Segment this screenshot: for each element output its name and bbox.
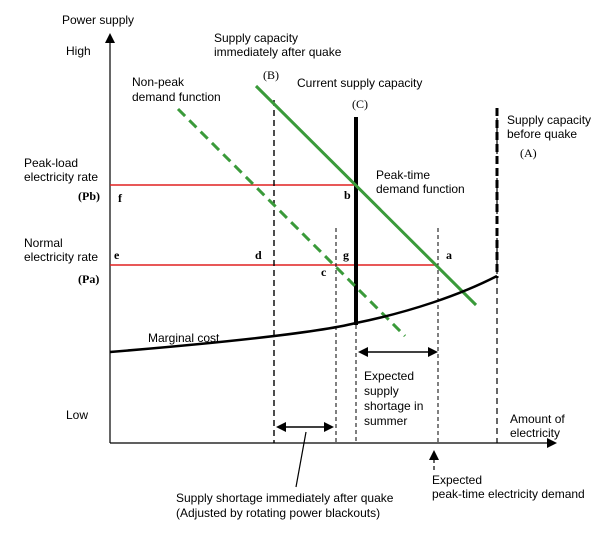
point-c: c <box>321 265 327 279</box>
x-axis-title-1: Amount of <box>510 412 565 426</box>
point-b: b <box>344 188 351 202</box>
expected-peak-label-2: peak-time electricity demand <box>432 487 585 501</box>
before-quake-label-1: Supply capacity <box>507 113 591 127</box>
y-axis-title: Power supply <box>62 13 134 27</box>
summer-shortage-label-3: shortage in <box>364 399 423 413</box>
nonpeak-label-1: Non-peak <box>132 75 185 89</box>
a-marker: (A) <box>520 146 537 160</box>
quake-shortage-label-2: (Adjusted by rotating power blackouts) <box>176 506 380 520</box>
normal-rate-label-1: Normal <box>24 236 63 250</box>
peak-demand-label-1: Peak-time <box>376 168 430 182</box>
y-low-label: Low <box>66 408 88 422</box>
point-a: a <box>446 248 452 262</box>
quake-shortage-label-1: Supply shortage immediately after quake <box>176 491 394 505</box>
expected-peak-label-1: Expected <box>432 473 482 487</box>
summer-shortage-label-1: Expected <box>364 369 414 383</box>
current-supply-label: Current supply capacity <box>297 76 422 90</box>
summer-shortage-label-2: supply <box>364 384 399 398</box>
point-e: e <box>114 248 120 262</box>
peak-rate-label-1: Peak-load <box>24 156 78 170</box>
marginal-cost-label: Marginal cost <box>148 331 220 345</box>
b-marker: (B) <box>263 68 279 82</box>
peak-demand-function <box>254 84 478 307</box>
normal-rate-label-2: electricity rate <box>24 250 98 264</box>
quake-shortage-pointer <box>295 431 307 488</box>
supply-after-quake-label-1: Supply capacity <box>214 31 298 45</box>
point-d: d <box>255 248 262 262</box>
point-f: f <box>118 191 123 205</box>
peak-rate-symbol: (Pb) <box>78 189 100 203</box>
peak-rate-label-2: electricity rate <box>24 170 98 184</box>
c-marker: (C) <box>352 97 368 111</box>
nonpeak-label-2: demand function <box>132 90 221 104</box>
peak-demand-label-2: demand function <box>376 182 465 196</box>
supply-after-quake-label-2: immediately after quake <box>214 45 342 59</box>
marginal-cost-curve <box>109 274 498 354</box>
x-axis-title-2: electricity <box>510 426 560 440</box>
summer-shortage-label-4: summer <box>364 414 407 428</box>
nonpeak-demand-function <box>176 107 407 338</box>
normal-rate-symbol: (Pa) <box>78 272 99 286</box>
point-g: g <box>343 248 349 262</box>
y-high-label: High <box>66 44 91 58</box>
before-quake-label-2: before quake <box>507 127 577 141</box>
